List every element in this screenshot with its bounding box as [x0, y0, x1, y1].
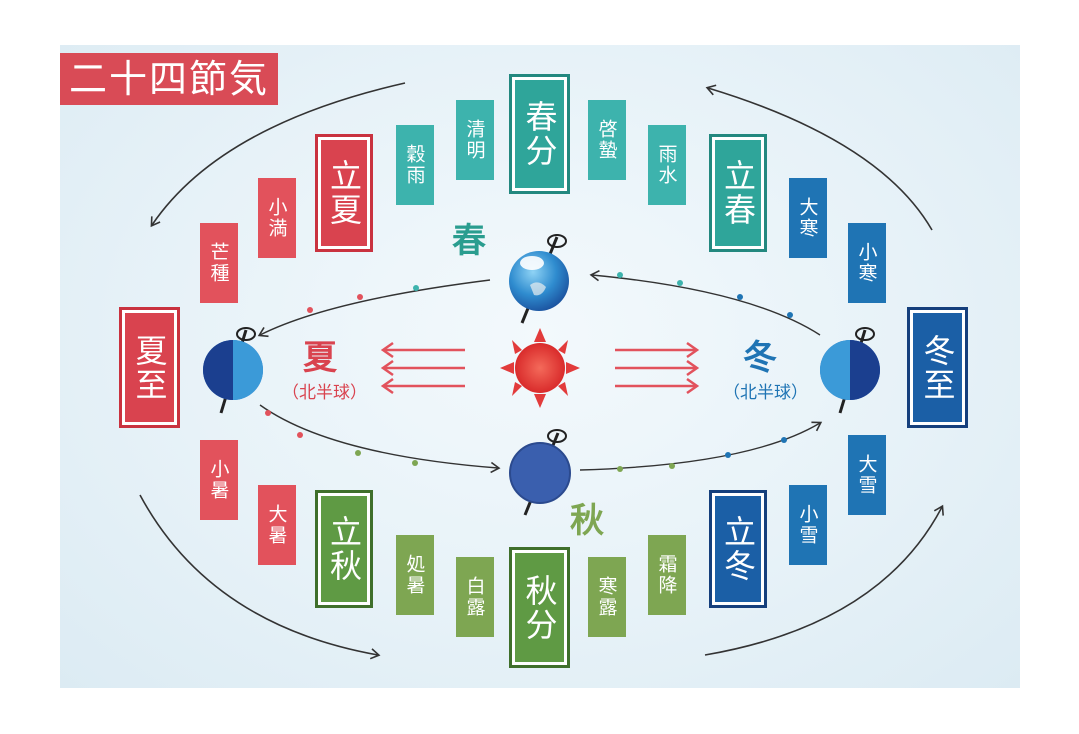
term-kokuu: 穀雨: [396, 125, 434, 205]
outer-arrow-top-right: [705, 84, 933, 231]
term-keichitsu: 啓蟄: [588, 100, 626, 180]
term-hakuro: 白露: [456, 557, 494, 637]
outer-arrow-bottom-right: [704, 504, 944, 656]
term-rikka: 立夏: [318, 137, 370, 249]
term-taisetsu: 大雪: [848, 435, 886, 515]
term-boshu: 芒種: [200, 223, 238, 303]
term-risshun: 立春: [712, 137, 764, 249]
term-shosetsu: 小雪: [789, 485, 827, 565]
term-shubun: 秋分: [512, 550, 567, 665]
earth-spring-icon: [509, 234, 569, 324]
sun-icon: [500, 328, 580, 408]
term-seimei: 清明: [456, 100, 494, 180]
term-daikan: 大寒: [789, 178, 827, 258]
outer-arrow-top-left: [150, 82, 406, 228]
earth-winter-icon: [820, 327, 880, 414]
sunlight-arrows-right: [615, 341, 700, 395]
season-note-summer: （北半球）: [282, 383, 367, 403]
earth-summer-icon: [203, 327, 263, 414]
term-shoman: 小満: [258, 178, 296, 258]
orbit-dots: [265, 272, 793, 472]
term-taisho: 大暑: [258, 485, 296, 565]
orbit-arrow-autumn-to-winter: [579, 421, 823, 471]
season-label-winter: 冬: [743, 338, 777, 378]
term-toji: 冬至: [910, 310, 965, 425]
term-shunbun: 春分: [512, 77, 567, 191]
term-risshu: 立秋: [318, 493, 370, 605]
term-kanro: 寒露: [588, 557, 626, 637]
season-note-winter: （北半球）: [723, 383, 808, 403]
term-shosho-processing: 処暑: [396, 535, 434, 615]
diagram-canvas: 二十四節気 春 夏 （北半球） 秋 冬 （北半球） 春分 清明 穀雨 立夏 小満…: [60, 45, 1020, 688]
earth-autumn-icon: [509, 429, 571, 516]
term-shokan: 小寒: [848, 223, 886, 303]
season-label-spring: 春: [452, 221, 486, 261]
diagram-title: 二十四節気: [60, 53, 278, 105]
term-usui: 雨水: [648, 125, 686, 205]
term-geshi: 夏至: [122, 310, 177, 425]
season-label-summer: 夏: [303, 338, 337, 378]
sunlight-arrows-left: [380, 341, 465, 395]
orbit-arrow-spring-to-summer: [257, 279, 491, 338]
term-shosho: 小暑: [200, 440, 238, 520]
term-ritto: 立冬: [712, 493, 764, 605]
orbit-arrow-summer-to-autumn: [259, 404, 501, 474]
outer-arrow-bottom-left: [139, 494, 381, 660]
orbit-arrow-winter-to-spring: [589, 269, 821, 336]
orbit-diagram: [139, 82, 944, 660]
season-label-autumn: 秋: [570, 501, 604, 541]
term-soko: 霜降: [648, 535, 686, 615]
